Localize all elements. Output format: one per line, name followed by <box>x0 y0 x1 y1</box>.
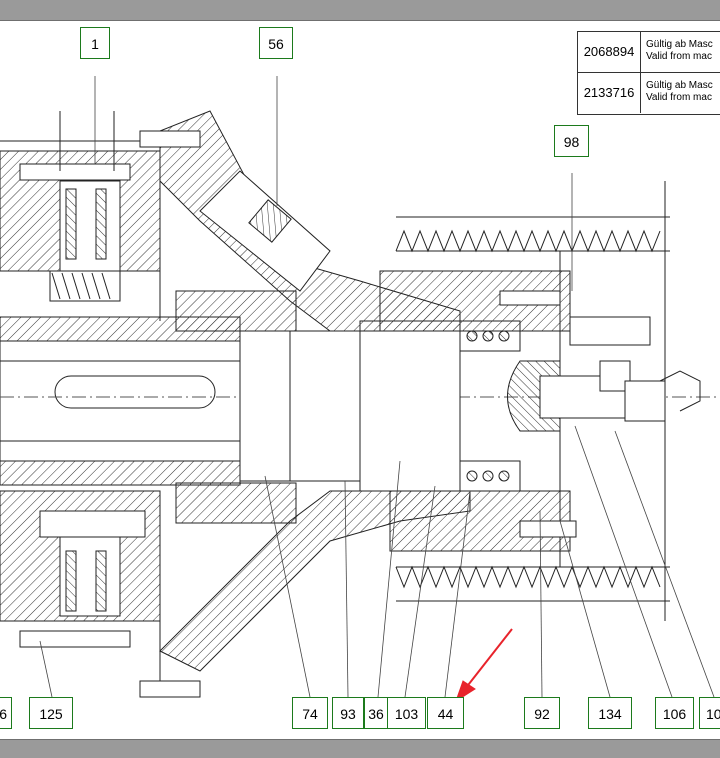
validity-number: 2133716 <box>578 73 641 113</box>
callout-1[interactable]: 1 <box>80 27 110 59</box>
callout-125[interactable]: 125 <box>29 697 73 729</box>
right-housing-upper <box>379 270 571 332</box>
elbow-fitting <box>624 380 666 422</box>
leader-lines <box>39 76 715 698</box>
upper-pulley-grooves <box>395 229 661 253</box>
callout-74[interactable]: 74 <box>292 697 328 729</box>
validity-line-de: Gültig ab Masc <box>646 39 713 50</box>
callout-98[interactable]: 98 <box>554 125 589 157</box>
lower-pulley-grooves <box>395 565 661 589</box>
validity-number: 2068894 <box>578 32 641 72</box>
callout-44[interactable]: 44 <box>427 697 464 729</box>
validity-table: 2068894 Gültig ab Masc Valid from mac 21… <box>577 31 720 115</box>
lower-bolt <box>19 630 131 648</box>
callout-6[interactable]: 6 <box>0 697 12 729</box>
upper-spring <box>49 270 121 302</box>
callout-134[interactable]: 134 <box>588 697 632 729</box>
drawing-sheet: 2068894 Gültig ab Masc Valid from mac 21… <box>0 20 720 740</box>
validity-line-en: Valid from mac <box>646 51 712 62</box>
callout-103[interactable]: 103 <box>387 697 426 729</box>
validity-line-en: Valid from mac <box>646 92 712 103</box>
callout-92[interactable]: 92 <box>524 697 560 729</box>
callout-36[interactable]: 36 <box>364 697 388 729</box>
upper-bolt <box>19 163 131 181</box>
callout-106[interactable]: 106 <box>655 697 694 729</box>
callout-93[interactable]: 93 <box>332 697 364 729</box>
callout-56[interactable]: 56 <box>259 27 293 59</box>
sleeve-36 <box>359 320 461 492</box>
keyway-slot <box>54 375 216 409</box>
callout-10x[interactable]: 10 <box>699 697 720 729</box>
red-pointer-arrow <box>455 628 513 703</box>
validity-line-de: Gültig ab Masc <box>646 80 713 91</box>
validity-row: 2133716 Gültig ab Masc Valid from mac <box>578 73 720 113</box>
validity-row: 2068894 Gültig ab Masc Valid from mac <box>578 32 720 73</box>
exploded-assembly-drawing <box>0 76 720 703</box>
